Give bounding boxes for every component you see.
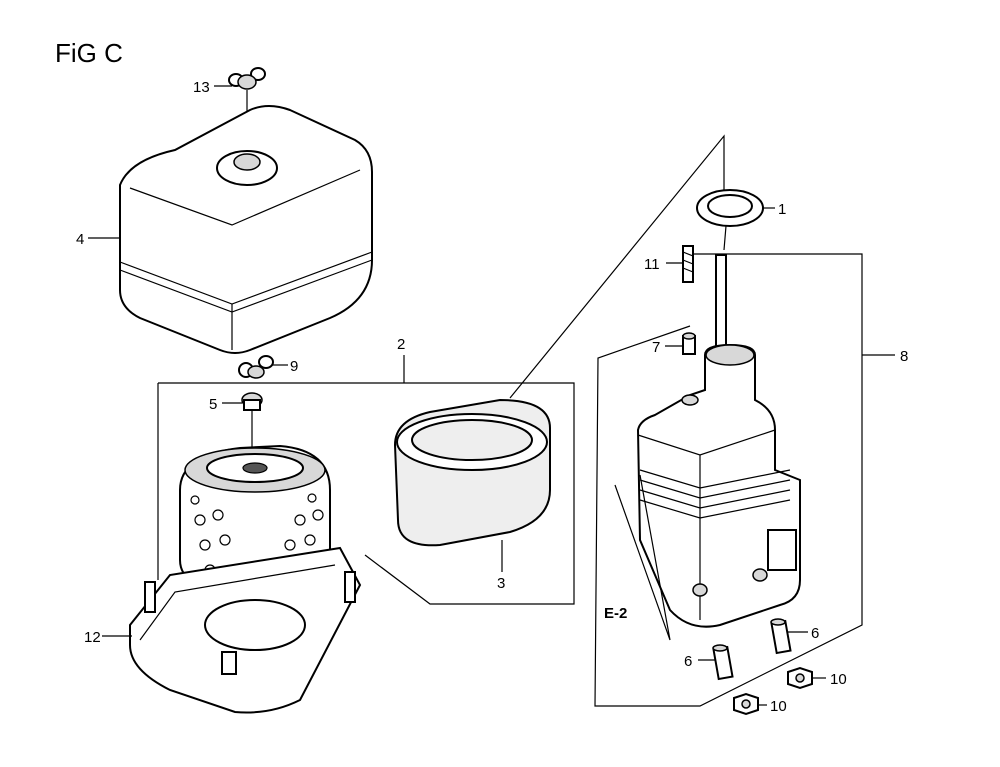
callout-8: 8 (900, 348, 908, 365)
air-cleaner-base-12 (129, 546, 362, 714)
air-cleaner-cover-4 (119, 105, 373, 354)
stud-bolt-11 (682, 245, 694, 283)
callout-10-left: 10 (770, 698, 787, 715)
nut-10-left (733, 692, 759, 716)
callout-1: 1 (778, 201, 786, 218)
bracket-8 (594, 253, 863, 707)
callout-12: 12 (84, 629, 101, 646)
wing-nut-13 (228, 67, 266, 90)
foam-element-3 (393, 398, 551, 547)
callout-6-left: 6 (684, 653, 692, 670)
callout-6-right: 6 (811, 625, 819, 642)
grommet-5 (241, 392, 263, 411)
seal-ring-1 (696, 189, 764, 227)
elbow-assembly-8 (636, 254, 801, 628)
leader-e2 (614, 474, 671, 641)
callout-3: 3 (497, 575, 505, 592)
nut-10-right (787, 666, 813, 690)
collar-6-left (712, 644, 734, 681)
reference-e2: E-2 (604, 605, 627, 622)
collar-7 (682, 332, 696, 355)
callout-13: 13 (193, 79, 210, 96)
collar-6-right (770, 618, 792, 655)
callout-11: 11 (644, 256, 660, 273)
callout-9: 9 (290, 358, 298, 375)
callout-7: 7 (652, 339, 660, 356)
bracket-2 (158, 382, 575, 605)
leader-foam-to-seal (509, 134, 725, 399)
figure-title: FiG C (55, 38, 123, 68)
centerline-1 (723, 225, 727, 251)
callout-4: 4 (76, 231, 84, 248)
callout-5: 5 (209, 396, 217, 413)
callout-10-right: 10 (830, 671, 847, 688)
callout-2: 2 (397, 336, 405, 353)
wing-nut-9 (238, 355, 274, 379)
